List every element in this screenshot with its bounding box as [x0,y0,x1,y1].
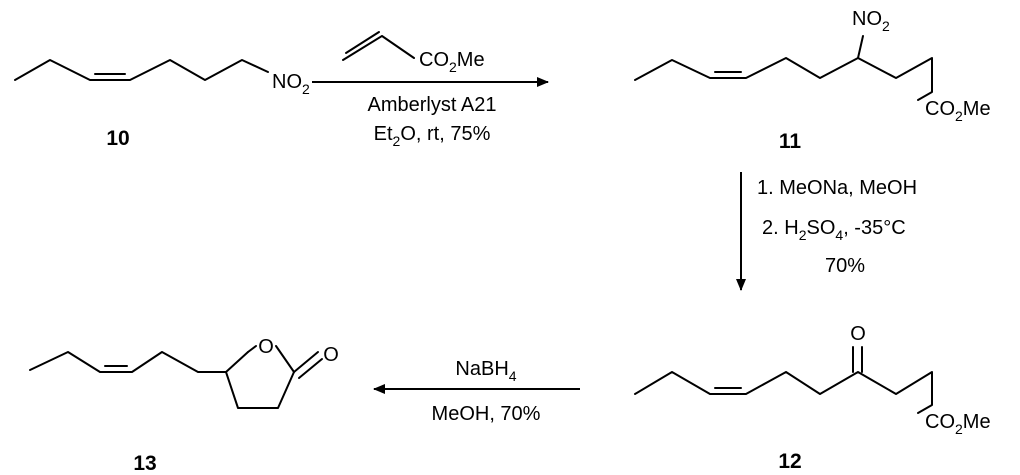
compound-11-nitro-group: NO2 [852,8,890,34]
compound-13-ring-o-bond-a [247,345,257,353]
reaction-3-conditions: MeOH, 70% [432,403,541,425]
compound-13-carbonyl-bond-b [298,358,323,379]
reaction-3: NaBH4 MeOH, 70% [373,358,580,425]
compound-11-label: 11 [779,130,802,153]
compound-10-label: 10 [106,127,129,150]
compound-12-skeleton [634,371,933,414]
compound-11: NO2 CO2Me 11 [634,8,991,153]
compound-10-skeleton [14,59,269,81]
compound-13-carbonyl-bond-a [293,351,319,373]
reaction-2: 1. MeONa, MeOH 2. H2SO4, -35°C 70% [736,172,917,291]
compound-13: O O 13 [29,336,339,475]
compound-13-ring-oxygen: O [258,336,274,358]
compound-11-ester-group: CO2Me [925,98,991,124]
compound-12-label: 12 [778,450,801,473]
compound-13-chain [29,351,227,373]
compound-11-c-n-bond [857,35,864,59]
reaction-1: CO2Me Amberlyst A21 Et2O, rt, 75% [312,31,549,149]
reaction-2-step-2: 2. H2SO4, -35°C [762,217,906,243]
compound-13-ring-o-bond-b [275,345,295,373]
reaction-2-yield: 70% [825,255,865,277]
compound-12-ester-group: CO2Me [925,411,991,437]
reaction-1-reagent-a: CO2Me [419,49,485,75]
compound-12-oxo-oxygen: O [850,323,866,345]
compound-13-lactone-ring [225,351,295,409]
reaction-3-reagent: NaBH4 [455,358,516,384]
reaction-2-step-1: 1. MeONa, MeOH [757,177,917,199]
compound-13-label: 13 [133,452,156,475]
compound-12: O CO2Me 12 [634,323,991,473]
compound-10: NO2 10 [14,59,310,150]
reaction-1-reagent-b: Amberlyst A21 [368,94,497,116]
compound-13-carbonyl-oxygen: O [323,344,339,366]
methyl-acrylate-structure [342,31,415,61]
compound-10-nitro-group: NO2 [272,71,310,97]
compound-11-skeleton [634,57,933,101]
reaction-1-conditions: Et2O, rt, 75% [374,123,491,149]
